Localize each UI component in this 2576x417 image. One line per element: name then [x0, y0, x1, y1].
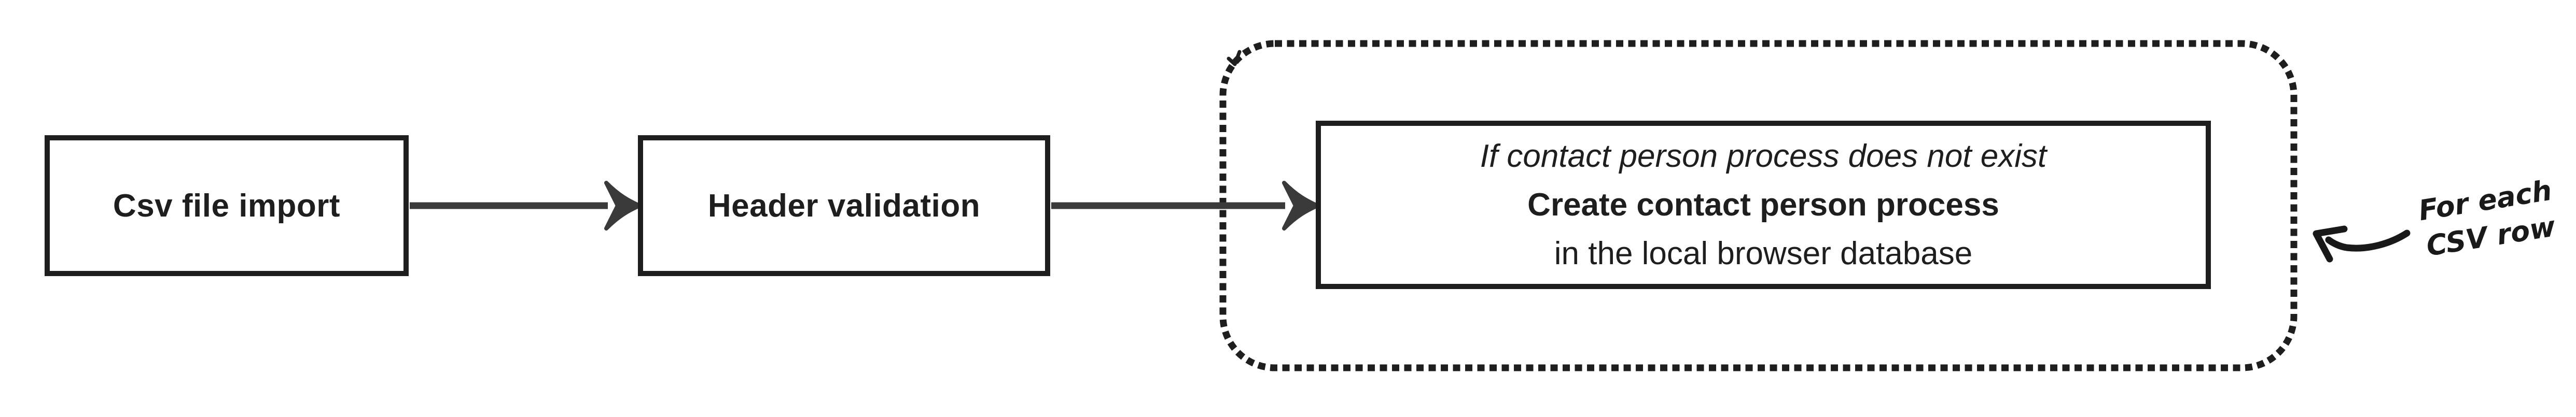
flow-arrow-icon	[1051, 181, 1319, 231]
node-create-contact-person-process: If contact person process does not exist…	[1316, 121, 2211, 289]
node-csv-file-import: Csv file import	[45, 135, 409, 276]
pen-start-mark	[1227, 50, 1242, 66]
node-label: Header validation	[707, 188, 981, 224]
loop-container-dotted-border	[1219, 40, 2297, 371]
flow-arrow-icon	[410, 181, 642, 231]
node-label: Csv file import	[113, 188, 341, 224]
curved-arrow-icon	[2313, 225, 2411, 263]
node-header-validation: Header validation	[638, 135, 1050, 276]
node-line-action: Create contact person process	[1527, 186, 1999, 223]
node-line-condition: If contact person process does not exist	[1480, 138, 2047, 174]
node-line-location: in the local browser database	[1554, 235, 1973, 271]
